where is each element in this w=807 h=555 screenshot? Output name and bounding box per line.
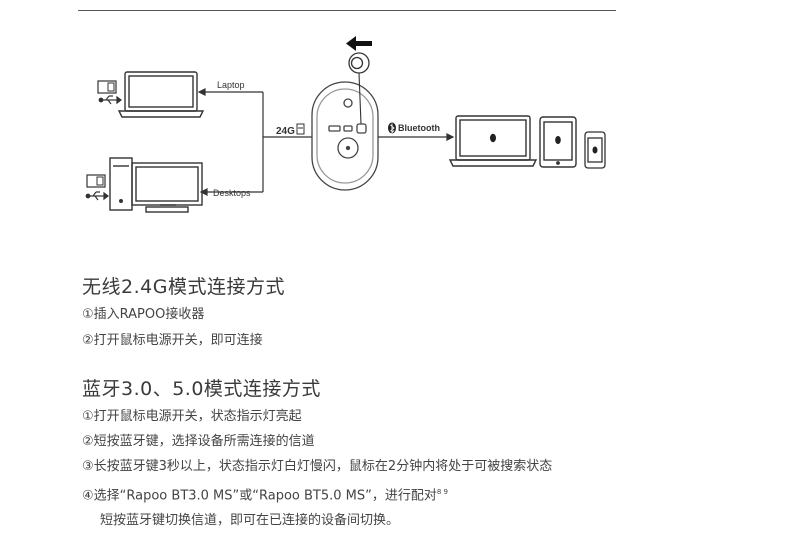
bluetooth-step-4: ④选择“Rapoo BT3.0 MS”或“Rapoo BT5.0 MS”，进行配…: [82, 481, 552, 507]
bluetooth-section-heading: 蓝牙3.0、5.0模式连接方式: [82, 378, 321, 400]
bluetooth-step-1: ①打开鼠标电源开关，状态指示灯亮起: [82, 409, 302, 424]
footnote-marker: 8 9: [436, 488, 449, 496]
laptop-label: Laptop: [217, 80, 245, 90]
usb-receiver-icon: [97, 80, 117, 94]
bluetooth-section: 蓝牙3.0、5.0模式连接方式 ①打开鼠标电源开关，状态指示灯亮起 ②短按蓝牙键…: [82, 374, 552, 532]
desktop-computer-icon: [109, 157, 203, 213]
mouse-icon: [311, 81, 379, 191]
laptop-connection-line: [197, 88, 312, 192]
wireless-24g-label: 24G: [276, 126, 295, 137]
bluetooth-small-icon: [592, 146, 598, 154]
arrow-left-icon: [346, 36, 372, 51]
usb-symbol-icon: [85, 191, 109, 201]
wireless-step-1: ①插入RAPOO接收器: [82, 307, 205, 322]
bluetooth-step-4-text: ④选择“Rapoo BT3.0 MS”或“Rapoo BT5.0 MS”，进行配…: [82, 488, 437, 504]
top-divider: [78, 10, 616, 11]
bluetooth-label: Bluetooth: [398, 123, 440, 133]
bluetooth-laptop-icon: [448, 115, 538, 167]
bluetooth-step-note: 短按蓝牙键切换信道，即可在已连接的设备间切换。: [100, 513, 400, 529]
wireless-step-2: ②打开鼠标电源开关，即可连接: [82, 333, 263, 348]
connection-diagram: Laptop Desktops 24G: [85, 36, 606, 213]
bluetooth-small-icon: [490, 133, 496, 143]
bluetooth-logo-icon: [388, 122, 396, 134]
wireless-24g-section: 无线2.4G模式连接方式 ①插入RAPOO接收器 ②打开鼠标电源开关，即可连接: [82, 272, 285, 352]
bluetooth-step-2: ②短按蓝牙键，选择设备所需连接的信道: [82, 434, 315, 449]
power-switch-callout: [348, 52, 370, 125]
usb-symbol-icon: [98, 95, 122, 105]
bluetooth-step-3: ③长按蓝牙键3秒以上，状态指示灯白灯慢闪，鼠标在2分钟内将处于可被搜索状态: [82, 459, 553, 474]
bluetooth-small-icon: [555, 136, 561, 144]
wireless-section-heading: 无线2.4G模式连接方式: [82, 276, 285, 298]
desktops-label: Desktops: [213, 188, 251, 198]
tablet-icon: [539, 116, 577, 168]
phone-icon: [584, 131, 606, 169]
laptop-icon: [117, 71, 205, 118]
receiver-glyph-icon: [296, 123, 305, 135]
bluetooth-connection-line: [378, 133, 455, 141]
usb-receiver-icon: [86, 174, 106, 188]
desktop-connection-line: [199, 188, 263, 196]
